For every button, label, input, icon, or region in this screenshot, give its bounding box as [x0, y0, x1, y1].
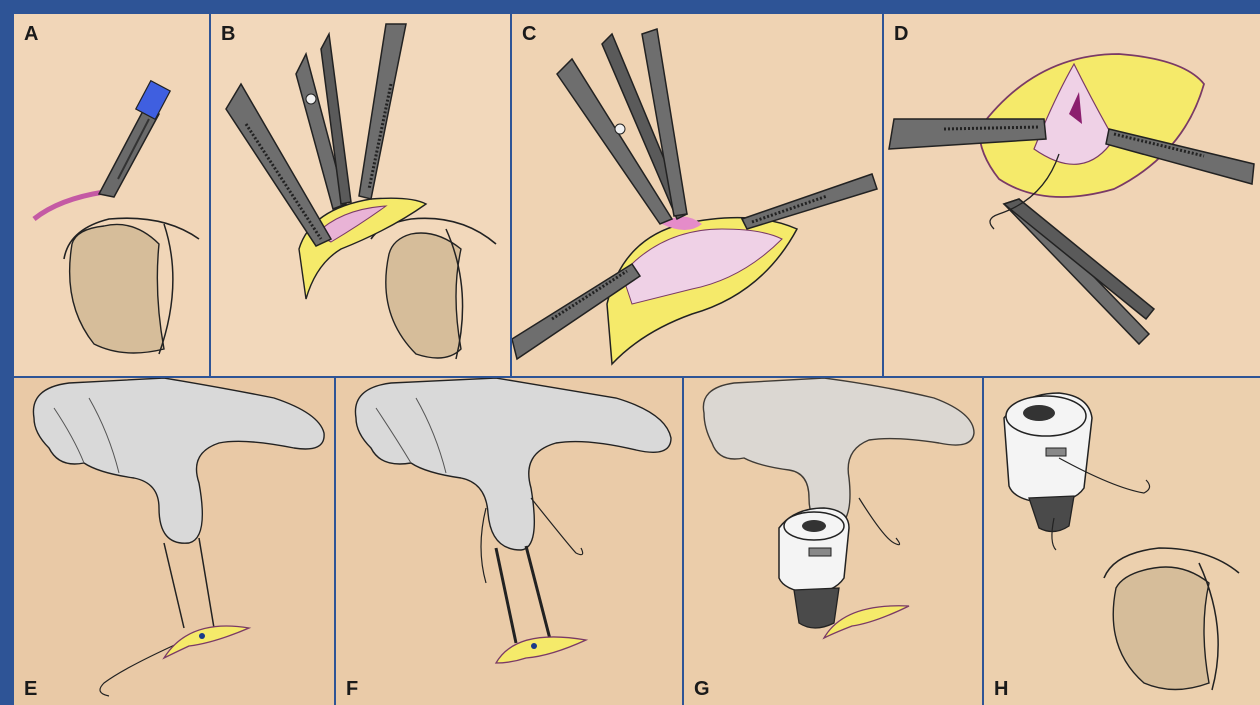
- hand-traction-illustration: [336, 378, 682, 705]
- suture-icon: [100, 538, 214, 696]
- panel-label-c: C: [522, 24, 536, 44]
- punch-tool-icon: [779, 508, 849, 628]
- panel-label-a: A: [24, 24, 38, 44]
- gloved-hand-icon: [355, 378, 671, 550]
- suture-placement-illustration: [884, 14, 1260, 376]
- panel-c: C: [512, 14, 882, 376]
- panel-h: H: [984, 378, 1260, 705]
- suture-icon: [859, 498, 900, 545]
- incision-line: [34, 192, 104, 219]
- panel-f: F: [336, 378, 682, 705]
- cornea-outline-icon: [64, 218, 199, 354]
- punch-removal-illustration: [984, 378, 1260, 705]
- panel-label-g: G: [694, 679, 710, 699]
- hand-traction-illustration: [14, 378, 334, 705]
- panel-label-d: D: [894, 24, 908, 44]
- exposed-tissue: [824, 606, 909, 638]
- needle-holder-icon: [1004, 199, 1154, 344]
- panel-e: E: [14, 378, 334, 705]
- panel-a: A: [14, 14, 209, 376]
- clamp-icon: [742, 174, 877, 229]
- cornea-outline-icon: [1104, 548, 1239, 690]
- panel-label-h: H: [994, 679, 1008, 699]
- tissue-dissection-illustration: [512, 14, 882, 376]
- exposed-tissue: [164, 626, 249, 658]
- panel-b: B: [211, 14, 510, 376]
- panel-label-b: B: [221, 24, 235, 44]
- punch-positioning-illustration: [684, 378, 982, 705]
- panel-d: D: [884, 14, 1260, 376]
- scalpel-icon: [99, 81, 170, 197]
- panel-label-e: E: [24, 679, 37, 699]
- punch-tool-icon: [1004, 393, 1092, 532]
- clamp-icon: [359, 24, 406, 199]
- clamp-exposure-illustration: [211, 14, 510, 376]
- forceps-icon: [296, 34, 351, 209]
- panel-label-f: F: [346, 679, 358, 699]
- scalpel-incision-illustration: [14, 14, 209, 376]
- exposed-tissue: [496, 637, 586, 663]
- gloved-hand-icon: [703, 378, 974, 528]
- panel-g: G: [684, 378, 982, 705]
- gloved-hand-icon: [33, 378, 324, 543]
- cornea-outline-icon: [371, 218, 496, 359]
